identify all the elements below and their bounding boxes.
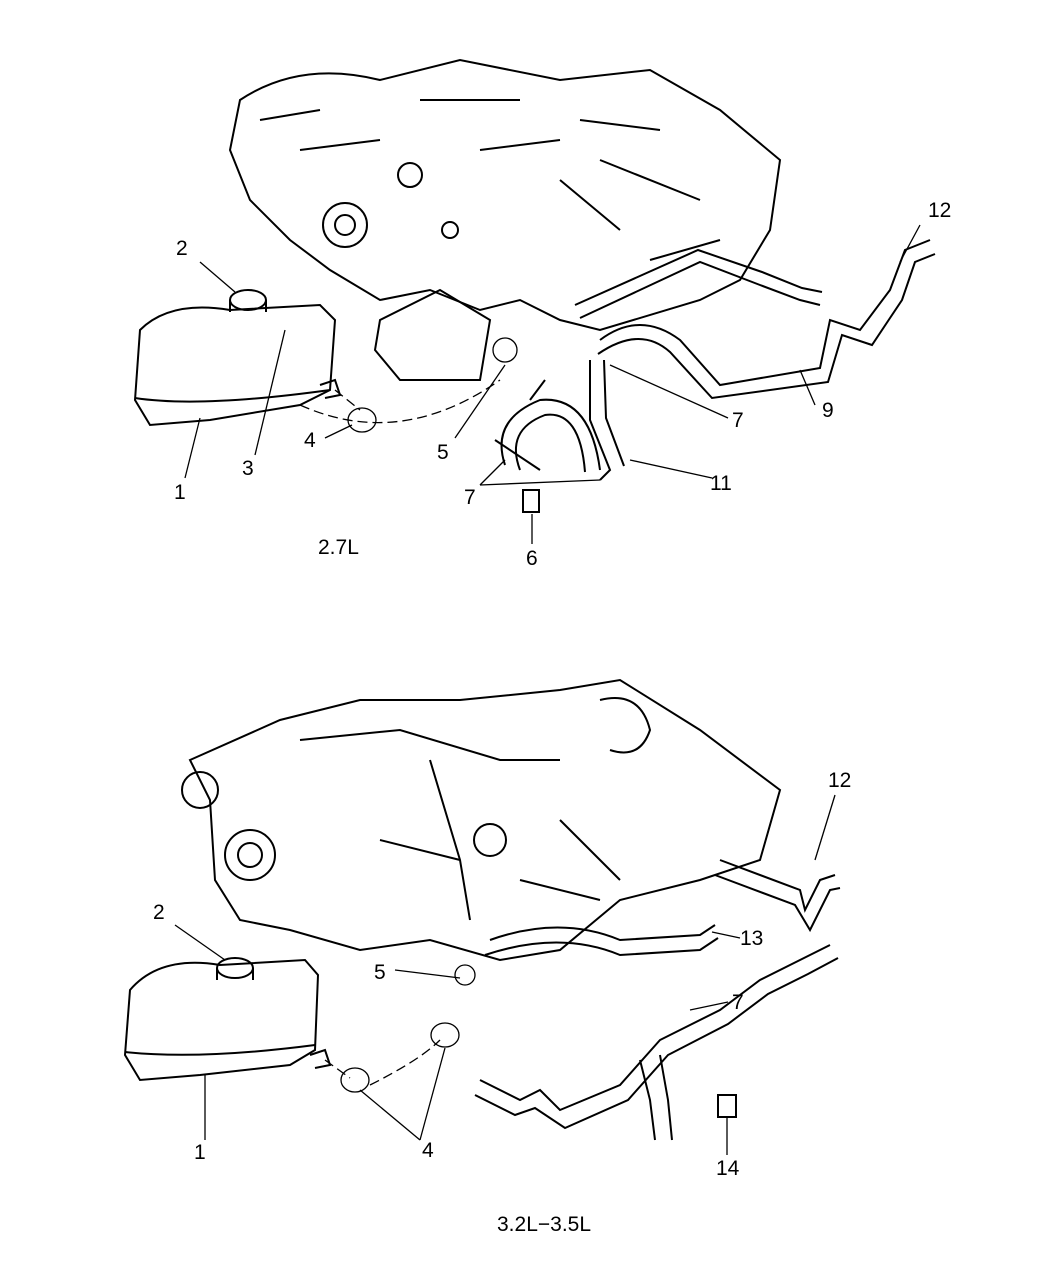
- callout-9: 9: [822, 399, 834, 422]
- callout-7: 7: [732, 991, 744, 1014]
- callout-3: 3: [242, 457, 254, 480]
- callout-6: 6: [526, 547, 538, 570]
- callout-4: 4: [422, 1139, 434, 1162]
- callout-2: 2: [153, 901, 165, 924]
- coolant-reservoir-2-7l: [133, 289, 342, 427]
- leaders-3-2l: [174, 794, 836, 1155]
- callout-2: 2: [176, 237, 188, 260]
- heater-hoses-2-7l: [494, 239, 936, 513]
- caption-3-2l-3-5l: 3.2L−3.5L: [497, 1213, 592, 1236]
- caption-2-7l: 2.7L: [318, 536, 359, 559]
- callout-7b: 7: [464, 486, 476, 509]
- callout-11: 11: [710, 472, 732, 495]
- heater-hoses-3-2l: [474, 859, 841, 1141]
- leaders-2-7l: [184, 224, 921, 544]
- callout-1: 1: [174, 481, 186, 504]
- engine-3-2l-3-5l: [181, 678, 782, 962]
- engine-2-7l: [228, 58, 782, 381]
- callout-12: 12: [928, 199, 952, 222]
- callout-1: 1: [194, 1141, 206, 1164]
- callout-14: 14: [716, 1157, 740, 1180]
- callout-13: 13: [740, 927, 764, 950]
- callout-7: 7: [732, 409, 744, 432]
- callout-4: 4: [304, 429, 316, 452]
- callout-5: 5: [374, 961, 386, 984]
- callout-12: 12: [828, 769, 852, 792]
- callout-5: 5: [437, 441, 449, 464]
- coolant-reservoir-3-2l: [123, 957, 332, 1082]
